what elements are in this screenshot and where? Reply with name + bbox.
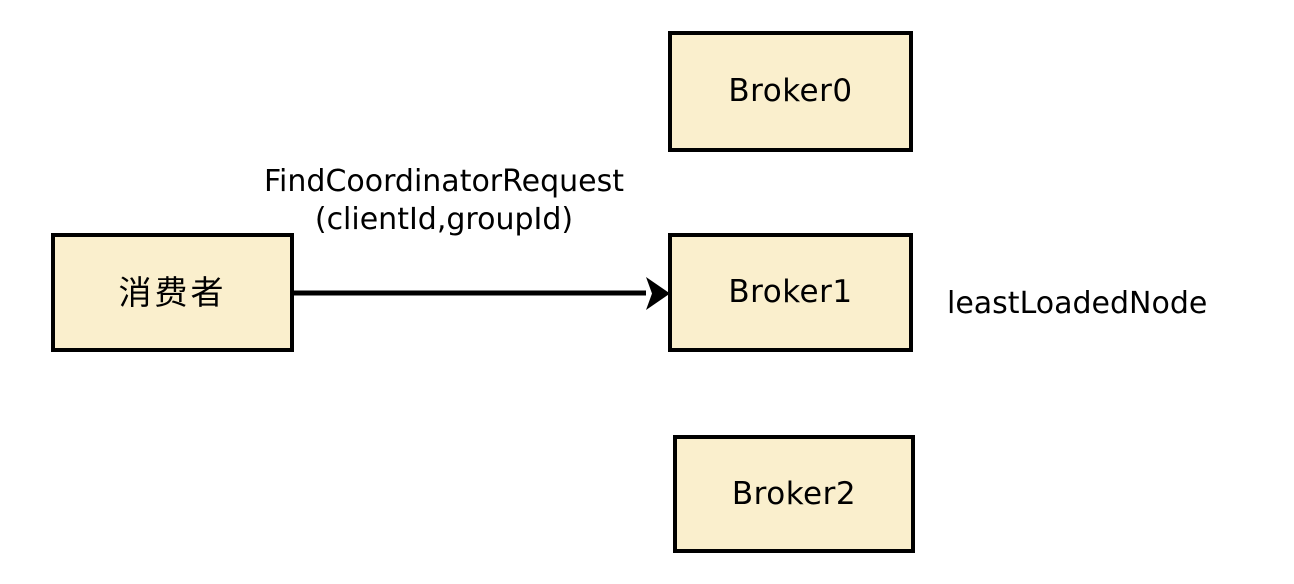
edge-label-line1: FindCoordinatorRequest (263, 164, 624, 199)
annotation-least-loaded-node: leastLoadedNode (947, 286, 1208, 321)
edge-label-line2: (clientId,groupId) (314, 202, 574, 237)
node-broker2-label: Broker2 (731, 475, 857, 512)
node-broker1[interactable]: Broker1 (668, 233, 913, 352)
arrowhead-icon (646, 277, 670, 310)
node-broker0-label: Broker0 (728, 73, 853, 109)
node-broker1-label: Broker1 (728, 274, 853, 310)
node-consumer-label: 消费者 (118, 273, 227, 312)
edge-label-find-coordinator-request: FindCoordinatorRequest (clientId,groupId… (248, 163, 640, 239)
edge-consumer-to-broker1 (294, 277, 670, 310)
node-consumer[interactable]: 消费者 (51, 233, 294, 352)
node-broker2[interactable]: Broker2 (673, 435, 915, 553)
node-broker0[interactable]: Broker0 (668, 31, 913, 152)
